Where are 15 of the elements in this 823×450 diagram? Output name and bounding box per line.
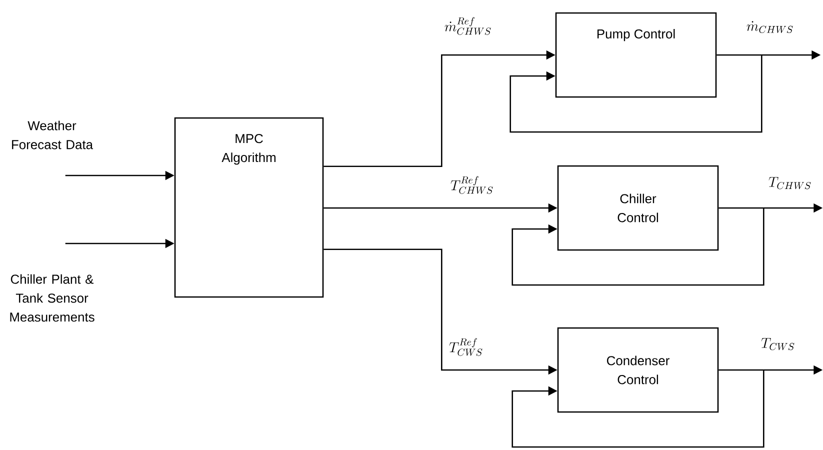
control-block: MPC Algorithm [174,117,324,298]
control-block: Pump Control [555,12,717,98]
input-label: Chiller Plant & Tank Sensor Measurements [10,274,94,322]
arrow [512,370,764,448]
arrow [510,55,762,133]
control-block: Condenser Control [557,327,719,413]
signal-label: $T_{CWS}^{Ref}$ [449,338,482,356]
arrow [512,208,764,286]
signal-label: $T_{CHWS}$ [768,177,811,190]
input-label: Weather Forecast Data [12,120,94,150]
signal-label: $\dot{m}_{CHWS}$ [746,21,793,34]
control-block: Chiller Control [557,165,719,251]
signal-label: $T_{CHWS}^{Ref}$ [450,176,493,194]
signal-label: $T_{CWS}$ [761,338,794,350]
signal-label: $\dot{m}_{CHWS}^{Ref}$ [444,17,491,35]
